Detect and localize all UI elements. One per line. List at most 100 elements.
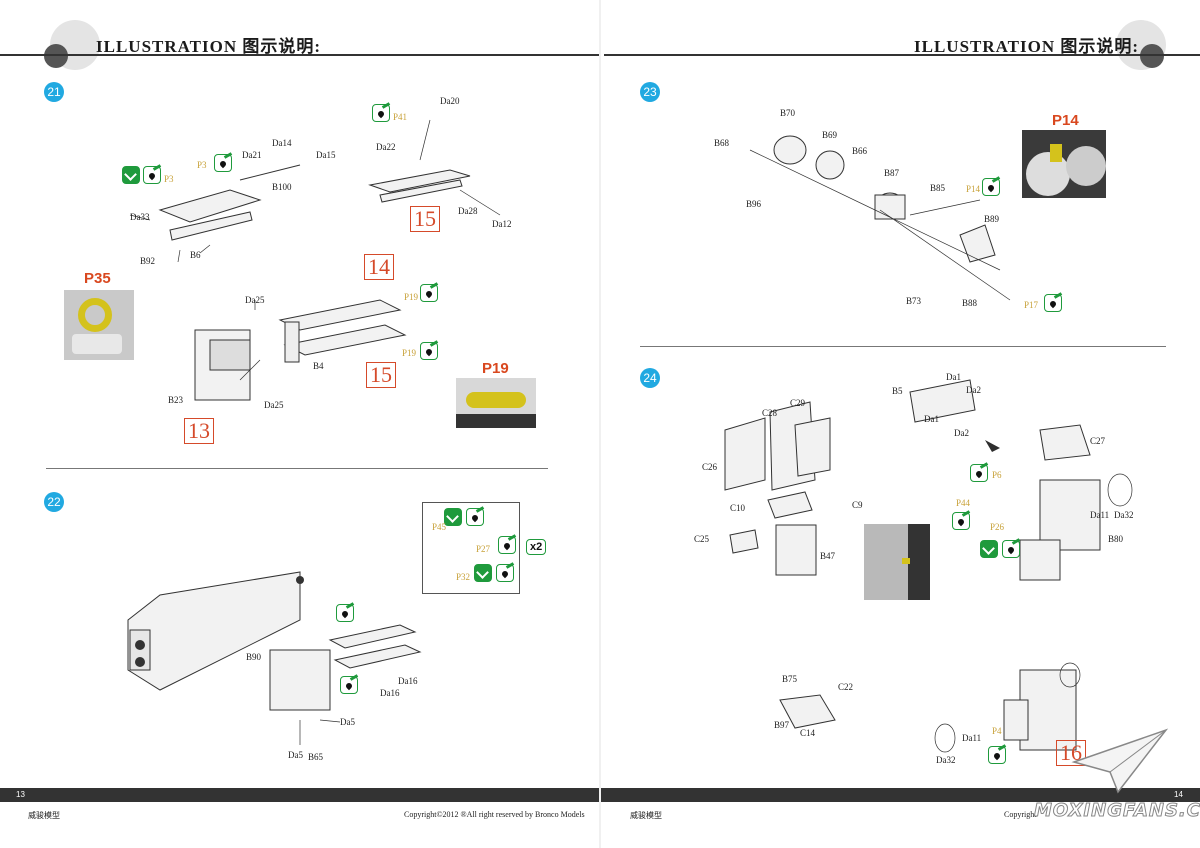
step21-diagram-rails bbox=[129, 119, 501, 401]
part-label: B89 bbox=[984, 214, 1000, 224]
photo-title: P14 bbox=[1052, 112, 1079, 129]
part-label: B69 bbox=[822, 130, 838, 140]
glue-icon bbox=[340, 676, 358, 694]
photo-shadow bbox=[456, 414, 536, 428]
detail-photo-p35 bbox=[64, 290, 134, 360]
step24-diagram-gearbox bbox=[724, 379, 1133, 753]
part-label: C9 bbox=[852, 500, 863, 510]
part-label: B5 bbox=[892, 386, 903, 396]
glue-icon bbox=[952, 512, 970, 530]
fold-icon bbox=[980, 540, 998, 558]
part-label: Da32 bbox=[936, 755, 956, 765]
header-circle-dark bbox=[44, 44, 68, 68]
part-label: B65 bbox=[308, 752, 324, 762]
part-label: B73 bbox=[906, 296, 922, 306]
part-label: Da2 bbox=[966, 385, 981, 395]
glue-icon bbox=[466, 508, 484, 526]
part-label: Da22 bbox=[376, 142, 396, 152]
part-label: Da16 bbox=[398, 676, 418, 686]
part-label: P3 bbox=[164, 174, 174, 184]
glue-icon bbox=[336, 604, 354, 622]
part-label: B100 bbox=[272, 182, 292, 192]
paper-plane-logo bbox=[1071, 728, 1169, 794]
watermark-text: MOXINGFANS.COM bbox=[1033, 800, 1200, 822]
step-21-badge: 21 bbox=[44, 82, 64, 102]
part-label: B68 bbox=[714, 138, 730, 148]
inset-frame bbox=[422, 502, 520, 594]
part-label: Da28 bbox=[458, 206, 478, 216]
step-24-badge: 24 bbox=[640, 368, 660, 388]
page-header-title: ILLUSTRATION 图示说明: bbox=[914, 37, 1140, 56]
part-label: P19 bbox=[402, 348, 417, 358]
fold-icon bbox=[474, 564, 492, 582]
detail-photo-p19 bbox=[456, 378, 536, 428]
footer-bar bbox=[0, 788, 600, 802]
part-label: Da2 bbox=[954, 428, 969, 438]
part-label: B96 bbox=[746, 199, 762, 209]
step-ref-box: 13 bbox=[184, 418, 214, 444]
glue-icon bbox=[214, 154, 232, 172]
step-23-badge: 23 bbox=[640, 82, 660, 102]
multiplier-badge: x2 bbox=[526, 539, 547, 555]
part-label: B88 bbox=[962, 298, 978, 308]
part-label: B70 bbox=[780, 108, 796, 118]
left-page: ILLUSTRATION 图示说明: 21 Da20 P41 Da22 Da1 bbox=[0, 0, 600, 848]
part-label: B23 bbox=[168, 395, 184, 405]
fold-icon bbox=[122, 166, 140, 184]
part-label: P3 bbox=[197, 160, 207, 170]
page-number: 14 bbox=[1174, 790, 1183, 799]
fold-icon bbox=[444, 508, 462, 526]
right-page: ILLUSTRATION 图示说明: 23 B70 B68 B69 B66 B8… bbox=[600, 0, 1200, 848]
step-ref-box: 15 bbox=[410, 206, 440, 232]
part-label: Da15 bbox=[316, 150, 336, 160]
part-label: P41 bbox=[393, 112, 408, 122]
glue-icon bbox=[1002, 540, 1020, 558]
photo-title: P19 bbox=[482, 360, 509, 377]
photo-shadow bbox=[908, 524, 930, 600]
glue-icon bbox=[1044, 294, 1062, 312]
step22-diagram-assembly bbox=[127, 571, 422, 745]
glue-icon bbox=[143, 166, 161, 184]
part-label: P4 bbox=[992, 726, 1002, 736]
part-label: Da25 bbox=[264, 400, 284, 410]
glue-icon bbox=[498, 536, 516, 554]
part-label: B66 bbox=[852, 146, 868, 156]
glue-icon bbox=[970, 464, 988, 482]
part-label: Da11 bbox=[1090, 510, 1110, 520]
part-label: Da20 bbox=[440, 96, 460, 106]
section-separator bbox=[640, 346, 1166, 347]
part-highlight bbox=[466, 392, 526, 408]
part-label: P14 bbox=[966, 184, 981, 194]
part-label: B92 bbox=[140, 256, 156, 266]
brand-name: 威骏模型 bbox=[28, 811, 60, 820]
part-highlight bbox=[902, 558, 910, 564]
photo-title: P35 bbox=[84, 270, 111, 287]
glue-icon bbox=[420, 284, 438, 302]
part-label: Da5 bbox=[288, 750, 303, 760]
part-label: Da21 bbox=[242, 150, 262, 160]
part-label: Da11 bbox=[962, 733, 982, 743]
part-label: P27 bbox=[476, 544, 491, 554]
part-label: Da25 bbox=[245, 295, 265, 305]
footer-bar bbox=[600, 788, 1200, 802]
part-label: C27 bbox=[1090, 436, 1106, 446]
part-label: B4 bbox=[313, 361, 324, 371]
center-fold bbox=[599, 0, 601, 848]
step-ref-box: 15 bbox=[366, 362, 396, 388]
part-label: C14 bbox=[800, 728, 816, 738]
part-label: C22 bbox=[838, 682, 854, 692]
hook-shape bbox=[78, 298, 112, 332]
glue-icon bbox=[496, 564, 514, 582]
header-rule bbox=[0, 54, 600, 56]
part-label: Da32 bbox=[1114, 510, 1134, 520]
part-label: Da12 bbox=[492, 219, 512, 229]
part-label: P32 bbox=[456, 572, 471, 582]
part-label: Da33 bbox=[130, 212, 150, 222]
part-label: B75 bbox=[782, 674, 798, 684]
glue-icon bbox=[372, 104, 390, 122]
wheel-shape bbox=[1066, 146, 1106, 186]
part-label: P44 bbox=[956, 498, 971, 508]
step23-diagram-shaft bbox=[749, 135, 1011, 301]
hook-base bbox=[72, 334, 122, 354]
part-label: Da16 bbox=[380, 688, 400, 698]
